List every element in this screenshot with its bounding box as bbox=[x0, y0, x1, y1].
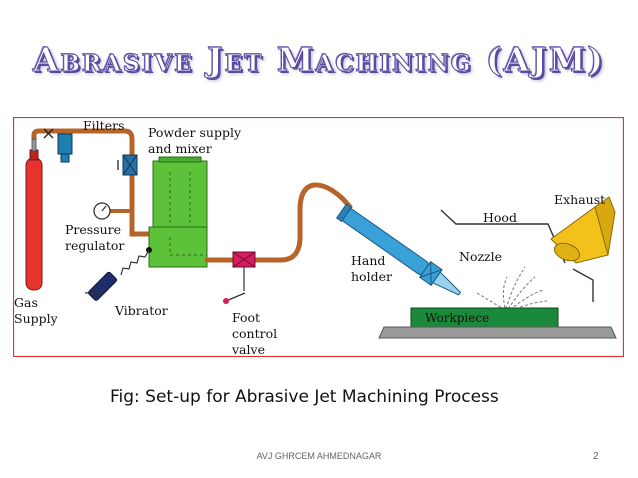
supply-pipe bbox=[31, 128, 135, 167]
label-hand: Hand bbox=[351, 253, 385, 268]
outlet-hose bbox=[204, 182, 353, 263]
vibrator bbox=[84, 271, 118, 301]
label-holder: holder bbox=[351, 269, 392, 284]
label-control: control bbox=[232, 326, 277, 341]
label-nozzle: Nozzle bbox=[459, 249, 502, 264]
slide-title: Abrasive Jet Machining (AJM) bbox=[32, 40, 606, 80]
label-exhaust: Exhaust bbox=[554, 192, 605, 207]
label-powder-supply: Powder supply bbox=[148, 125, 242, 140]
foot-pedal-icon bbox=[223, 292, 246, 304]
inlet-valve-icon bbox=[117, 154, 138, 176]
cylinder-valve-icon bbox=[43, 128, 54, 139]
label-valve: valve bbox=[231, 342, 265, 357]
vibrator-spring bbox=[120, 249, 150, 276]
label-hood: Hood bbox=[483, 210, 517, 225]
feed-pipe bbox=[129, 167, 153, 237]
label-gas: Gas bbox=[14, 295, 38, 310]
label-and-mixer: and mixer bbox=[148, 141, 212, 156]
footer-text: AVJ GHRCEM AHMEDNAGAR bbox=[256, 451, 382, 461]
hood-side bbox=[572, 268, 594, 302]
pressure-gauge-icon bbox=[93, 202, 111, 220]
hand-holder bbox=[335, 203, 462, 296]
filter-unit bbox=[57, 133, 73, 163]
machine-table bbox=[378, 326, 617, 339]
page-number: 2 bbox=[593, 451, 599, 462]
powder-mixer bbox=[148, 156, 208, 268]
gas-cylinder bbox=[25, 138, 43, 291]
label-filters: Filters bbox=[83, 118, 124, 133]
label-foot: Foot bbox=[232, 310, 260, 325]
figure-caption: Fig: Set-up for Abrasive Jet Machining P… bbox=[110, 387, 499, 407]
ajm-setup-diagram: Filters Powder supply and mixer Pressure… bbox=[13, 117, 624, 357]
foot-control-valve bbox=[232, 251, 256, 291]
label-regulator: regulator bbox=[65, 238, 124, 253]
exhaust-funnel bbox=[550, 196, 616, 264]
label-supply: Supply bbox=[14, 311, 59, 326]
label-pressure: Pressure bbox=[65, 222, 121, 237]
abrasive-jet bbox=[476, 266, 548, 312]
label-vibrator: Vibrator bbox=[114, 303, 168, 318]
label-workpiece: Workpiece bbox=[425, 311, 489, 325]
